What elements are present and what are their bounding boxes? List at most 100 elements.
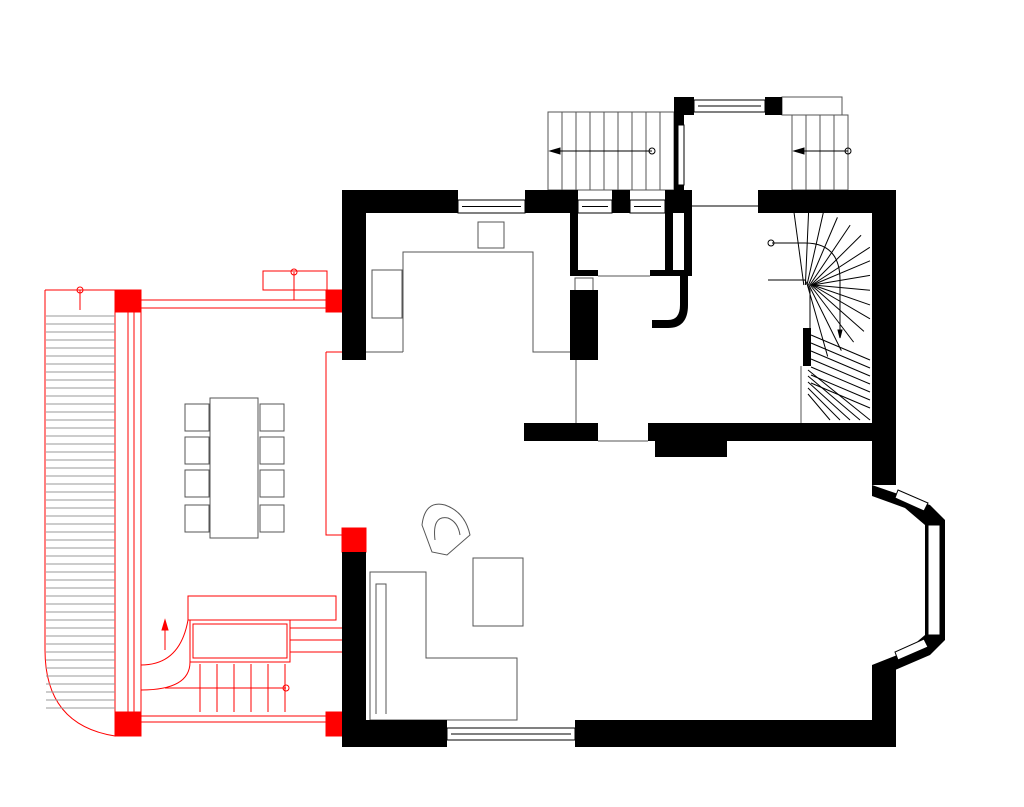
sink xyxy=(477,221,505,249)
wall-segment xyxy=(765,97,782,115)
window xyxy=(927,524,941,636)
stair-arrow-icon xyxy=(792,147,805,155)
wall-segment xyxy=(570,213,578,273)
stair-arrow-icon xyxy=(837,329,843,339)
window xyxy=(894,638,929,661)
stair-tread xyxy=(806,212,824,286)
stair-tread xyxy=(809,224,851,286)
stair-start-icon xyxy=(844,147,852,155)
stair-tread xyxy=(808,284,842,351)
stair-tread xyxy=(807,381,851,421)
wall-segment xyxy=(524,423,598,441)
window xyxy=(677,124,685,186)
terrace-column xyxy=(325,711,343,737)
wall-segment xyxy=(342,190,366,360)
stair-tread xyxy=(804,210,810,286)
dining-chair xyxy=(184,504,210,533)
wall-segment xyxy=(342,552,366,747)
stair-tread xyxy=(810,374,871,401)
stair-tread xyxy=(807,369,871,421)
stair-start-icon xyxy=(282,684,290,692)
stair-tread xyxy=(810,358,871,385)
windows xyxy=(446,99,941,741)
furniture xyxy=(184,221,802,721)
dining-table xyxy=(209,397,259,539)
wall-segment xyxy=(655,441,727,457)
stair-curve xyxy=(140,619,189,666)
stair-start-icon xyxy=(76,286,84,294)
wall-segment xyxy=(650,270,688,276)
terrace-column xyxy=(325,289,343,313)
dining-chair xyxy=(259,436,285,465)
wall-segment xyxy=(684,213,692,276)
dining-chair xyxy=(259,504,285,533)
dining-chair xyxy=(259,469,285,498)
stairs xyxy=(547,96,871,421)
stair-tread xyxy=(810,350,871,377)
glass-wall xyxy=(325,351,342,536)
stair-tread xyxy=(807,375,861,421)
terrace-column xyxy=(341,527,367,553)
sofa-back xyxy=(375,583,387,714)
terrace xyxy=(44,268,367,737)
wall-segment xyxy=(872,665,896,747)
stair-walkline xyxy=(772,242,841,335)
wall-segment xyxy=(612,190,630,213)
stair-arrow-icon xyxy=(548,147,561,155)
stair-start-icon xyxy=(648,147,656,155)
wall-segment xyxy=(758,190,896,213)
stair-curve xyxy=(140,661,191,691)
stair-tread xyxy=(810,284,865,332)
stair-start-icon xyxy=(290,268,298,276)
terrace-column xyxy=(114,711,142,737)
wall-segment xyxy=(575,720,896,747)
stair-tread xyxy=(812,284,871,306)
stair-start-icon xyxy=(767,239,775,247)
stair-tread xyxy=(810,366,871,393)
wall-segment xyxy=(570,290,598,360)
curved-wall xyxy=(652,276,688,328)
stair-tread xyxy=(793,210,805,286)
terrace-column xyxy=(114,289,142,313)
stair-tread xyxy=(810,382,871,409)
landing xyxy=(781,96,843,116)
stair-tread xyxy=(810,334,871,361)
dining-chair xyxy=(259,403,285,432)
stair-tread xyxy=(812,274,871,286)
stair-tread xyxy=(811,284,871,320)
stair-tread xyxy=(806,284,829,357)
stair-tread xyxy=(811,246,871,286)
stair-tread xyxy=(807,387,841,421)
dining-chair xyxy=(184,469,210,498)
wall-segment xyxy=(665,190,692,213)
armchair xyxy=(421,503,471,556)
stair-tread xyxy=(812,260,871,286)
stair-tread xyxy=(812,284,871,291)
bench xyxy=(187,595,337,621)
stair-tread xyxy=(810,342,871,369)
wall-segment xyxy=(648,423,896,441)
wall-segment xyxy=(665,213,673,270)
wall-segment xyxy=(525,190,578,213)
wall-segment xyxy=(342,720,447,747)
stair-tread xyxy=(809,284,855,343)
wall-segment xyxy=(576,352,598,360)
wall-segment xyxy=(342,190,458,213)
wall-segment xyxy=(570,270,598,276)
window xyxy=(894,489,929,512)
bay-window-wall xyxy=(872,485,945,680)
kitchen-counter xyxy=(402,251,570,353)
coffee-table xyxy=(472,557,524,627)
planter-inner xyxy=(192,623,288,659)
stair-tread xyxy=(807,217,838,286)
planter xyxy=(189,619,291,663)
exterior-stair xyxy=(44,289,116,737)
wall-segment xyxy=(803,328,811,366)
sofa xyxy=(369,571,518,721)
dining-chair xyxy=(184,436,210,465)
armchair-seat xyxy=(434,517,461,541)
walls xyxy=(342,97,945,747)
stove xyxy=(371,269,403,319)
stair-arrow-icon xyxy=(161,618,169,631)
